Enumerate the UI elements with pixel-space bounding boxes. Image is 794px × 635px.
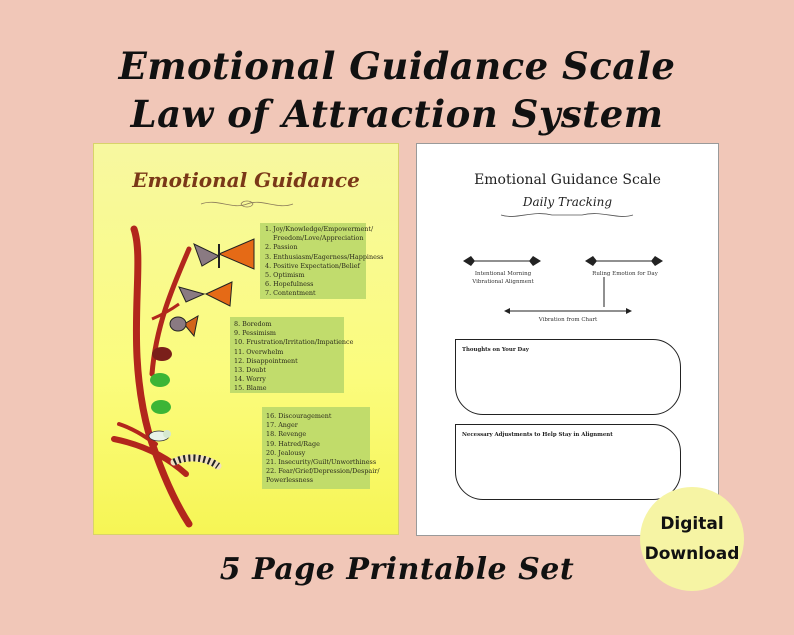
green-chrysalis-icon	[150, 373, 170, 387]
footer-tagline: 5 Page Printable Set	[219, 552, 575, 587]
emotional-guidance-page: Emotional Guidance 1. Joy/Knowledge/Empo…	[93, 143, 399, 535]
caterpillar-icon	[148, 430, 171, 442]
adjustments-label: Necessary Adjustments to Help Stay in Al…	[462, 432, 613, 438]
emotion-item: 19. Hatred/Rage	[266, 439, 320, 448]
branch-lifecycle-illustration	[111, 225, 255, 528]
emotion-item: 21. Insecurity/Guilt/Unworthiness	[266, 458, 377, 467]
emotion-item: Powerlessness	[266, 476, 314, 485]
vertical-connector-line	[603, 277, 605, 307]
emotion-item: 6. Hopefulness	[265, 280, 314, 289]
green-chrysalis-icon	[151, 400, 171, 414]
emotion-item: 15. Blame	[234, 384, 267, 393]
butterfly-icon	[178, 281, 233, 307]
daily-tracking-page: Emotional Guidance Scale Daily Tracking …	[416, 143, 719, 536]
emotion-group-box-high	[260, 223, 366, 299]
headline-subtitle: Law of Attraction System	[130, 92, 664, 136]
emotion-item: 22. Fear/Grief/Depression/Despair/	[266, 467, 380, 476]
vibration-arrow-line	[504, 308, 632, 314]
emotion-item: 4. Positive Expectation/Belief	[265, 261, 360, 270]
emotion-item: 16. Discouragement	[266, 412, 332, 420]
digital-download-badge: Digital Download	[640, 487, 744, 591]
emotion-item: 14. Worry	[234, 375, 266, 384]
emotion-item: 20. Jealousy	[266, 448, 306, 457]
subtitle-flourish-ornament	[500, 213, 634, 217]
badge-line1: Digital	[660, 514, 724, 534]
emotion-list-mid: 8. Boredom 9. Pessimism 10. Frustration/…	[234, 320, 353, 394]
left-page-title: Emotional Guidance	[132, 168, 360, 192]
emotion-item: 17. Anger	[266, 421, 298, 430]
emotion-item: 12. Disappointment	[234, 356, 298, 365]
emotion-item: 13. Doubt	[234, 366, 266, 375]
thoughts-label: Thoughts on Your Day	[462, 347, 529, 353]
emotion-item: 3. Enthusiasm/Eagerness/Happiness	[265, 252, 384, 261]
emotion-item: 18. Revenge	[266, 430, 307, 439]
vibration-label: Vibration from Chart	[538, 317, 598, 323]
right-page-title: Emotional Guidance Scale	[474, 172, 661, 188]
headline-title: Emotional Guidance Scale	[118, 44, 676, 88]
emotion-item: 9. Pessimism	[234, 329, 276, 338]
emotion-group-box-low	[262, 407, 370, 489]
emotion-item: 1. Joy/Knowledge/Empowerment/	[265, 225, 374, 233]
morning-alignment-label: Intentional Morning Vibrational Alignmen…	[472, 271, 534, 285]
emerging-butterfly-icon	[169, 315, 199, 338]
butterfly-icon	[193, 238, 255, 270]
right-page-subtitle: Daily Tracking	[522, 195, 613, 209]
morning-arrow-ornament	[463, 256, 541, 266]
dark-chrysalis-icon	[152, 347, 172, 361]
thoughts-box[interactable]: Thoughts on Your Day	[455, 339, 681, 415]
title-flourish-ornament	[200, 200, 294, 208]
emotion-item: Freedom/Love/Appreciation	[273, 234, 364, 243]
ruling-emotion-label: Ruling Emotion for Day	[592, 271, 658, 277]
emotion-item: 8. Boredom	[234, 320, 272, 328]
emotion-item: 5. Optimism	[265, 271, 305, 280]
emotion-item: 7. Contentment	[265, 289, 316, 298]
ruling-arrow-ornament	[585, 256, 663, 266]
emotion-list-low: 16. Discouragement 17. Anger 18. Revenge…	[266, 412, 379, 486]
emotion-item: 11. Overwhelm	[234, 347, 284, 356]
badge-line2: Download	[644, 544, 740, 564]
emotion-list-high: 1. Joy/Knowledge/Empowerment/ Freedom/Lo…	[265, 225, 383, 299]
emotion-item: 2. Passion	[265, 243, 298, 252]
adjustments-box[interactable]: Necessary Adjustments to Help Stay in Al…	[455, 424, 681, 500]
emotion-item: 10. Frustration/Irritation/Impatience	[234, 338, 354, 347]
emotion-group-box-mid	[230, 317, 344, 393]
caterpillar-icon	[170, 454, 222, 470]
